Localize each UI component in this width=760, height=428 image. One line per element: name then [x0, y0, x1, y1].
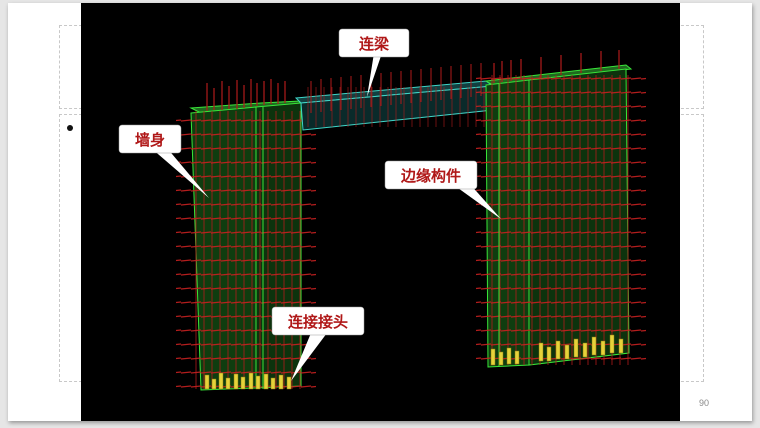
callout-coupling-beam[interactable]: 连梁 — [338, 28, 410, 97]
rebar-model-svg: 连梁 墙身 边缘构件 连接接头 — [118, 28, 646, 391]
left-wall — [176, 79, 316, 391]
callout-splice-joint[interactable]: 连接接头 — [271, 306, 365, 381]
bullet-point — [67, 125, 73, 131]
callout-label: 连接接头 — [288, 313, 348, 331]
callout-wall-body[interactable]: 墙身 — [118, 124, 209, 198]
right-wall — [476, 50, 646, 368]
callout-label: 墙身 — [135, 131, 165, 149]
rebar-model-image[interactable]: 连梁 墙身 边缘构件 连接接头 — [81, 3, 680, 421]
callout-label: 连梁 — [359, 35, 390, 53]
coupling-beam — [294, 63, 495, 131]
page-number: 90 — [699, 398, 710, 408]
callout-label: 边缘构件 — [400, 167, 461, 185]
callout-boundary-element[interactable]: 边缘构件 — [384, 160, 501, 219]
slide: 连梁 墙身 边缘构件 连接接头 90 — [8, 3, 752, 421]
